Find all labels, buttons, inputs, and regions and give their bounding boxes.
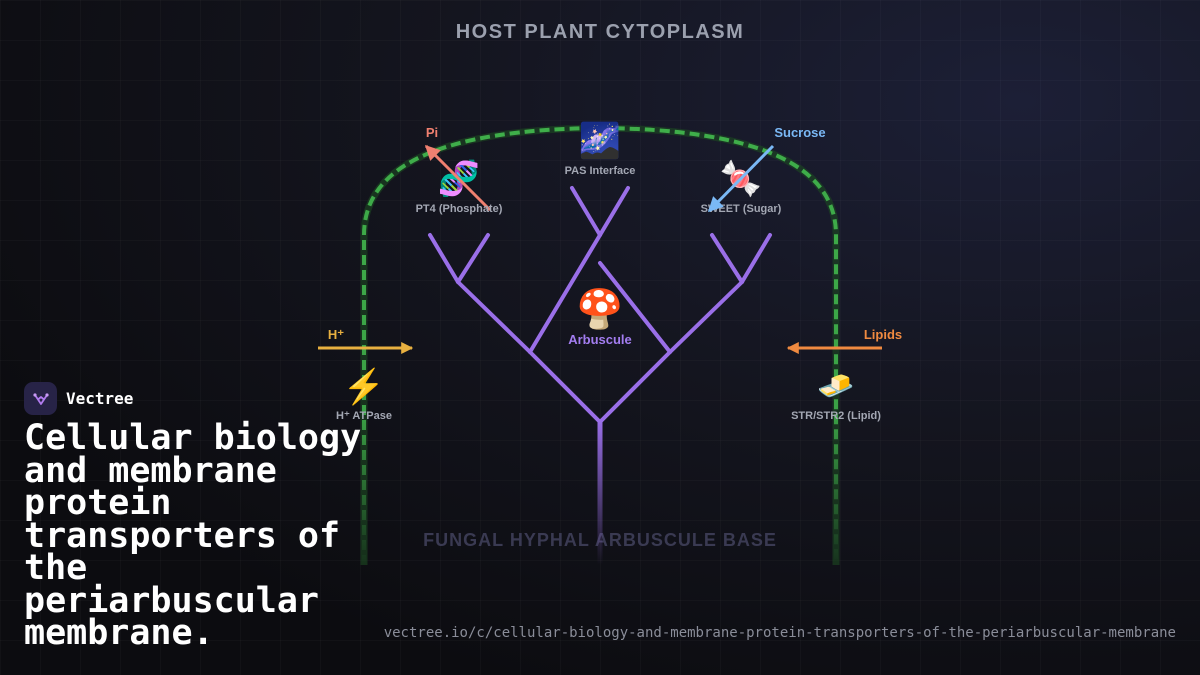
sucrose-flow-label: Sucrose (774, 125, 825, 140)
page-url[interactable]: vectree.io/c/cellular-biology-and-membra… (383, 625, 1176, 641)
str-label: STR/STR2 (Lipid) (791, 410, 881, 422)
vectree-logo-icon (24, 382, 57, 415)
str-transporter: Lipids 🧈 STR/STR2 (Lipid) (786, 327, 902, 422)
pi-flow-arrow (424, 144, 492, 212)
proton-flow-label: H⁺ (328, 327, 344, 342)
arbuscule-hyphae (428, 186, 772, 568)
lipid-flow-label: Lipids (864, 327, 902, 342)
headline: Cellular biology and membrane protein tr… (24, 418, 362, 653)
host-cytoplasm-title: HOST PLANT CYTOPLASM (456, 21, 745, 43)
brand: Vectree (24, 382, 133, 415)
periarbuscular-membrane (360, 124, 840, 565)
galaxy-icon: 🌌 (579, 121, 621, 160)
atpase-label: H⁺ ATPase (336, 410, 392, 422)
arbuscule-label: Arbuscule (568, 332, 632, 347)
pas-interface-label: PAS Interface (565, 165, 636, 177)
pt4-transporter: 🧬 Pi PT4 (Phosphate) (416, 125, 503, 215)
mushroom-icon: 🍄 (576, 287, 623, 331)
pi-flow-label: Pi (426, 125, 438, 140)
sucrose-flow-arrow (707, 144, 775, 213)
atpase-transporter: H⁺ ⚡ H⁺ ATPase (318, 327, 414, 422)
brand-name: Vectree (66, 389, 134, 408)
pt4-label: PT4 (Phosphate) (416, 203, 503, 215)
sweet-transporter: 🍬 SWEET (Sugar) Sucrose (701, 125, 826, 215)
lightning-icon: ⚡ (343, 367, 385, 407)
butter-icon: 🧈 (817, 370, 854, 403)
